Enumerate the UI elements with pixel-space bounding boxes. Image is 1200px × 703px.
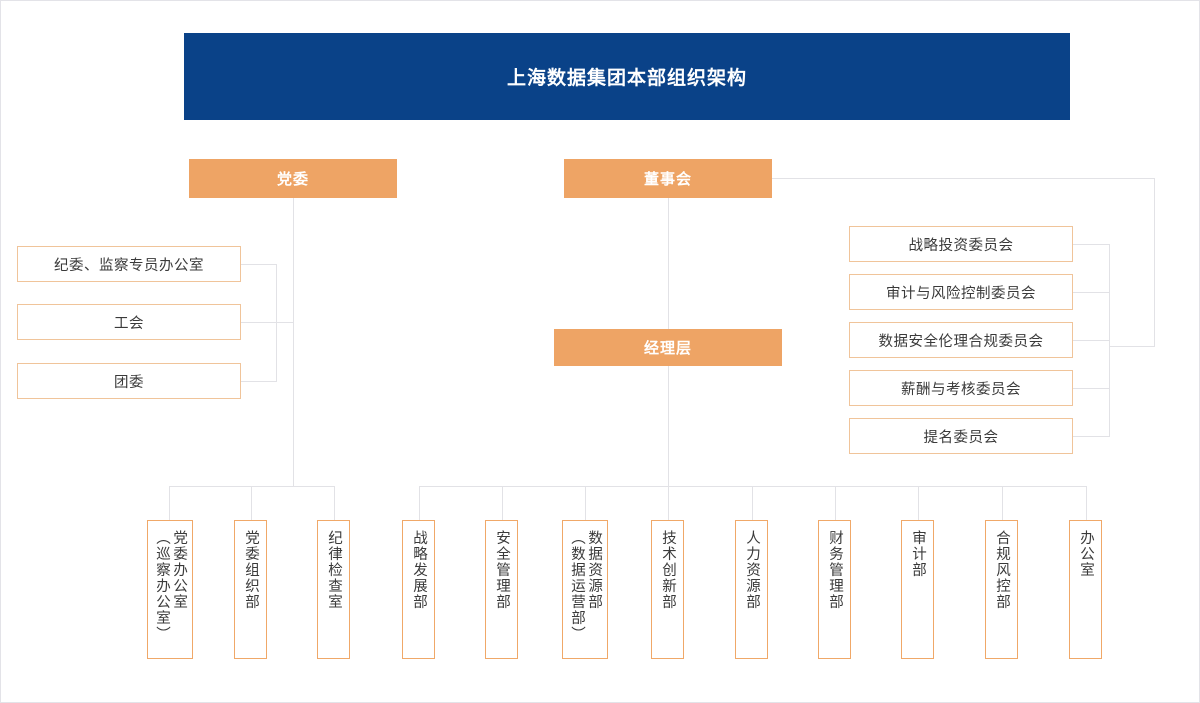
connector-party-stem [293, 197, 294, 486]
connector-committee-2 [1073, 292, 1110, 293]
node-discipline-inspection-office[interactable]: 纪律检查室 [317, 520, 350, 659]
node-nomination-committee[interactable]: 提名委员会 [849, 418, 1073, 454]
dept-text-column: 战略发展部 [411, 530, 428, 610]
connector-committee-3 [1073, 340, 1110, 341]
connector-board-right-drop [1154, 178, 1155, 346]
node-data-resource-department[interactable]: 数据资源部 （数据运营部） [562, 520, 608, 659]
node-labor-union[interactable]: 工会 [17, 304, 241, 340]
node-strategic-investment-committee[interactable]: 战略投资委员会 [849, 226, 1073, 262]
dept-text-column: 财务管理部 [827, 530, 844, 610]
connector-business-drop-7 [918, 486, 919, 520]
node-party-committee-office[interactable]: 党委办公室 （巡察办公室） [147, 520, 193, 659]
connector-support-2 [241, 322, 277, 323]
node-general-office[interactable]: 办公室 [1069, 520, 1102, 659]
dept-text-column: 党委组织部 [243, 530, 260, 610]
connector-business-drop-8 [1002, 486, 1003, 520]
node-security-management-department[interactable]: 安全管理部 [485, 520, 518, 659]
node-financial-management-department[interactable]: 财务管理部 [818, 520, 851, 659]
dept-text-column: 数据资源部 [586, 530, 603, 610]
dept-text-column: （巡察办公室） [154, 530, 170, 642]
node-audit-risk-control-committee[interactable]: 审计与风险控制委员会 [849, 274, 1073, 310]
dept-text-column: 审计部 [910, 530, 927, 578]
connector-party-dept-drop-1 [169, 486, 170, 520]
node-discipline-supervision-office[interactable]: 纪委、监察专员办公室 [17, 246, 241, 282]
node-compliance-risk-control-department[interactable]: 合规风控部 [985, 520, 1018, 659]
connector-committee-join [1109, 346, 1155, 347]
dept-text-column: 人力资源部 [744, 530, 761, 610]
connector-business-drop-3 [585, 486, 586, 520]
node-human-resources-department[interactable]: 人力资源部 [735, 520, 768, 659]
connector-party-support-join [276, 322, 294, 323]
dept-text-column: 纪律检查室 [326, 530, 343, 610]
chart-title-banner: 上海数据集团本部组织架构 [184, 33, 1070, 120]
connector-business-drop-9 [1086, 486, 1087, 520]
connector-support-1 [241, 264, 277, 265]
connector-business-drop-1 [419, 486, 420, 520]
dept-text-column: （数据运营部） [569, 530, 585, 642]
connector-support-3 [241, 381, 277, 382]
node-party-committee[interactable]: 党委 [189, 159, 397, 198]
node-strategic-development-department[interactable]: 战略发展部 [402, 520, 435, 659]
connector-business-drop-4 [668, 486, 669, 520]
node-party-organization-department[interactable]: 党委组织部 [234, 520, 267, 659]
connector-business-drop-2 [502, 486, 503, 520]
connector-committee-1 [1073, 244, 1110, 245]
node-technology-innovation-department[interactable]: 技术创新部 [651, 520, 684, 659]
connector-committee-4 [1073, 388, 1110, 389]
dept-text-column: 党委办公室 [171, 530, 188, 610]
connector-party-dept-drop-2 [251, 486, 252, 520]
node-youth-league-committee[interactable]: 团委 [17, 363, 241, 399]
node-remuneration-appraisal-committee[interactable]: 薪酬与考核委员会 [849, 370, 1073, 406]
connector-party-dept-drop-3 [334, 486, 335, 520]
node-data-security-ethics-compliance-committee[interactable]: 数据安全伦理合规委员会 [849, 322, 1073, 358]
connector-board-to-management [668, 197, 669, 330]
connector-management-stem [668, 366, 669, 486]
node-audit-department[interactable]: 审计部 [901, 520, 934, 659]
dept-text-column: 办公室 [1078, 530, 1095, 578]
connector-business-drop-6 [835, 486, 836, 520]
connector-party-dept-bus [169, 486, 335, 487]
connector-committee-5 [1073, 436, 1110, 437]
connector-board-right [771, 178, 1155, 179]
dept-text-column: 安全管理部 [494, 530, 511, 610]
node-board-of-directors[interactable]: 董事会 [564, 159, 772, 198]
connector-business-drop-5 [752, 486, 753, 520]
node-management[interactable]: 经理层 [554, 329, 782, 366]
dept-text-column: 技术创新部 [660, 530, 677, 610]
dept-text-column: 合规风控部 [994, 530, 1011, 610]
connector-business-bus [419, 486, 1087, 487]
